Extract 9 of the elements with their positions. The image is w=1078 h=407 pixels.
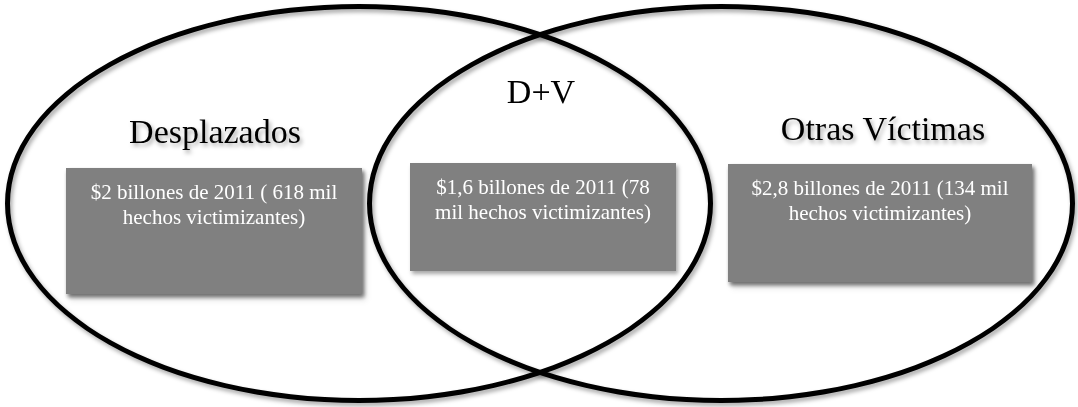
box-text: $1,6 billones de 2011 (78 mil hechos victimizantes): [434, 175, 652, 226]
set-heading: Desplazados: [129, 113, 301, 151]
set-heading: Otras Víctimas: [780, 110, 986, 148]
value-box: [66, 168, 362, 294]
intersection-label: D+V: [506, 73, 576, 111]
box-text: $2 billones de 2011 ( 618 mil hechos victimizantes): [89, 180, 339, 231]
box-text: $2,8 billones de 2011 (134 mil hechos victimizantes): [750, 176, 1010, 227]
value-box: [410, 163, 676, 271]
value-box: [728, 164, 1032, 282]
